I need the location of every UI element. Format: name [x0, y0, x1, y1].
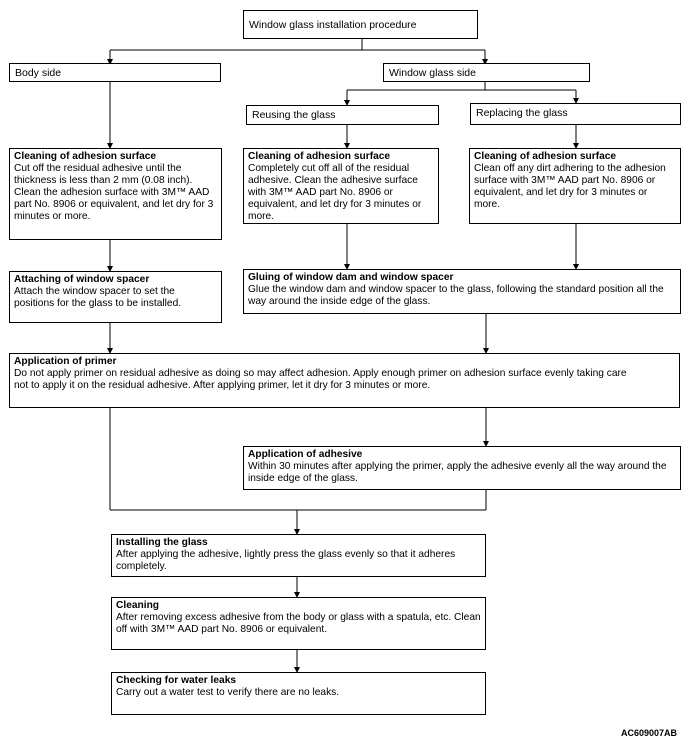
- step-gluing-dam: Gluing of window dam and window spacer G…: [243, 269, 681, 314]
- replacing-glass-box: Replacing the glass: [470, 103, 681, 125]
- step-primer-title: Application of primer: [14, 356, 117, 367]
- step-install-glass: Installing the glass After applying the …: [111, 534, 486, 577]
- step-install-glass-text: After applying the adhesive, lightly pre…: [116, 549, 456, 572]
- body-side-box: Body side: [9, 63, 221, 82]
- step-clean-body: Cleaning of adhesion surface Cut off the…: [9, 148, 222, 240]
- step-clean-body-title: Cleaning of adhesion surface: [14, 151, 157, 162]
- step-water-leaks: Checking for water leaks Carry out a wat…: [111, 672, 486, 715]
- step-clean-replace: Cleaning of adhesion surface Clean off a…: [469, 148, 681, 224]
- step-clean-replace-text: Clean off any dirt adhering to the adhes…: [474, 163, 666, 210]
- step-cleaning-text: After removing excess adhesive from the …: [116, 612, 481, 635]
- step-gluing-dam-title: Gluing of window dam and window spacer: [248, 272, 454, 283]
- step-water-leaks-text: Carry out a water test to verify there a…: [116, 687, 340, 698]
- step-clean-reuse-text: Completely cut off all of the residual a…: [248, 163, 422, 222]
- step-cleaning: Cleaning After removing excess adhesive …: [111, 597, 486, 650]
- step-install-glass-title: Installing the glass: [116, 537, 208, 548]
- step-primer-text: Do not apply primer on residual adhesive…: [14, 368, 627, 391]
- glass-side-label: Window glass side: [389, 67, 476, 79]
- start-box: Window glass installation procedure: [243, 10, 478, 39]
- start-label: Window glass installation procedure: [249, 19, 417, 31]
- replacing-glass-label: Replacing the glass: [476, 107, 568, 119]
- step-clean-reuse: Cleaning of adhesion surface Completely …: [243, 148, 439, 224]
- step-window-spacer: Attaching of window spacer Attach the wi…: [9, 271, 222, 323]
- glass-side-box: Window glass side: [383, 63, 590, 82]
- step-clean-reuse-title: Cleaning of adhesion surface: [248, 151, 391, 162]
- step-adhesive-title: Application of adhesive: [248, 449, 363, 460]
- step-gluing-dam-text: Glue the window dam and window spacer to…: [248, 284, 664, 307]
- reusing-glass-box: Reusing the glass: [246, 105, 439, 125]
- step-primer: Application of primer Do not apply prime…: [9, 353, 680, 408]
- reusing-glass-label: Reusing the glass: [252, 109, 336, 121]
- step-water-leaks-title: Checking for water leaks: [116, 675, 237, 686]
- step-window-spacer-text: Attach the window spacer to set the posi…: [14, 286, 182, 309]
- step-clean-body-text: Cut off the residual adhesive until the …: [14, 163, 214, 222]
- step-cleaning-title: Cleaning: [116, 600, 160, 611]
- step-adhesive: Application of adhesive Within 30 minute…: [243, 446, 681, 490]
- body-side-label: Body side: [15, 67, 62, 79]
- step-window-spacer-title: Attaching of window spacer: [14, 274, 150, 285]
- figure-id: AC609007AB: [620, 728, 677, 738]
- step-clean-replace-title: Cleaning of adhesion surface: [474, 151, 617, 162]
- step-adhesive-text: Within 30 minutes after applying the pri…: [248, 461, 667, 484]
